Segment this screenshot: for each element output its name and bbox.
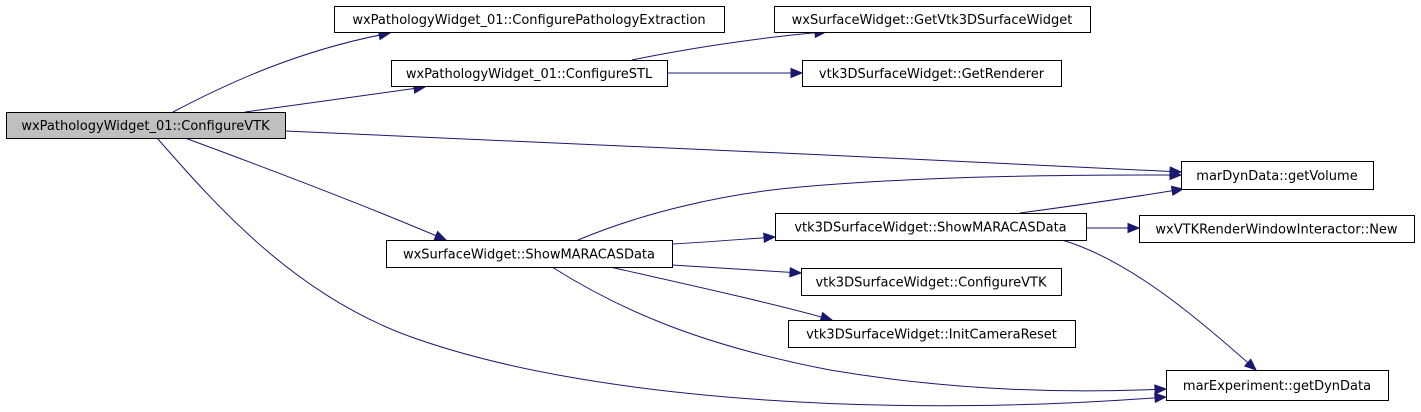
edge-arrowhead (789, 267, 803, 278)
edge-arrowhead (1243, 358, 1257, 371)
node-vtk-show-maracas-data[interactable]: vtk3DSurfaceWidget::ShowMARACASData (775, 213, 1087, 241)
edge-vtk_show_maracas_data-to-get_volume (1019, 185, 1185, 214)
node-get-volume[interactable]: marDynData::getVolume (1181, 161, 1374, 190)
edge-arrowhead (1170, 185, 1185, 197)
node-label: wxPathologyWidget_01::ConfigureVTK (21, 119, 270, 134)
edge-vtk_show_maracas_data-to-get_dyn_data (1061, 239, 1257, 371)
node-wx-show-maracas-data[interactable]: wxSurfaceWidget::ShowMARACASData (386, 240, 673, 268)
edge-configure_stl-to-get_renderer (667, 67, 804, 79)
node-box[interactable] (334, 6, 725, 33)
edge-arrowhead (1127, 222, 1141, 234)
edge-configure_vtk-to-wx_show_maracas_data (184, 137, 448, 241)
node-box[interactable] (801, 268, 1062, 296)
node-label: vtk3DSurfaceWidget::ConfigureVTK (815, 276, 1047, 291)
edge-line (1019, 188, 1184, 214)
edge-line (577, 174, 1182, 241)
edge-wx_show_maracas_data-to-init_camera_reset (609, 266, 834, 322)
edge-line (631, 31, 827, 61)
edge-line (156, 137, 1167, 407)
edge-line (284, 130, 1182, 173)
node-get-dyn-data[interactable]: marExperiment::getDynData (1166, 370, 1389, 401)
edge-wx_show_maracas_data-to-get_dyn_data (551, 266, 1168, 395)
node-configure-vtk[interactable]: wxPathologyWidget_01::ConfigureVTK (6, 112, 286, 139)
node-configure-stl[interactable]: wxPathologyWidget_01::ConfigureSTL (391, 60, 668, 87)
node-get-vtk3d-surface-widget[interactable]: wxSurfaceWidget::GetVtk3DSurfaceWidget (774, 6, 1091, 33)
node-label: wxPathologyWidget_01::ConfigurePathology… (352, 13, 705, 28)
edge-arrowhead (1154, 392, 1168, 404)
node-label: marDynData::getVolume (1196, 169, 1357, 184)
edge-arrowhead (790, 67, 804, 79)
node-label: wxVTKRenderWindowInteractor::New (1155, 223, 1397, 238)
node-box[interactable] (391, 60, 668, 87)
edge-arrowhead (433, 230, 448, 241)
node-label: vtk3DSurfaceWidget::GetRenderer (819, 67, 1045, 82)
node-box[interactable] (802, 60, 1062, 87)
edge-configure_vtk-to-get_dyn_data (156, 137, 1168, 407)
edge-arrowhead (1154, 384, 1168, 395)
edge-line (172, 32, 391, 113)
edge-line (671, 264, 802, 274)
edge-configure_vtk-to-configure_stl (244, 83, 427, 113)
node-label: wxPathologyWidget_01::ConfigureSTL (406, 67, 653, 82)
edge-arrowhead (763, 232, 777, 244)
edge-configure_vtk-to-get_volume (284, 130, 1183, 177)
node-configure-pathology-extraction[interactable]: wxPathologyWidget_01::ConfigurePathology… (334, 6, 725, 33)
node-box[interactable] (774, 6, 1091, 33)
edge-arrowhead (1169, 169, 1183, 181)
edge-line (184, 137, 447, 241)
edge-line (609, 266, 833, 321)
node-get-renderer[interactable]: vtk3DSurfaceWidget::GetRenderer (802, 60, 1062, 87)
edge-line (671, 236, 776, 245)
node-render-window-interactor-new[interactable]: wxVTKRenderWindowInteractor::New (1139, 215, 1415, 243)
graph-nodes: wxPathologyWidget_01::ConfigureVTK wxPath… (6, 6, 1415, 401)
node-label: wxSurfaceWidget::GetVtk3DSurfaceWidget (792, 13, 1073, 28)
node-box[interactable] (1139, 215, 1415, 243)
node-label: vtk3DSurfaceWidget::InitCameraReset (806, 328, 1057, 343)
node-vtk-configure-vtk[interactable]: vtk3DSurfaceWidget::ConfigureVTK (801, 268, 1062, 296)
node-box[interactable] (1166, 370, 1389, 401)
node-label: wxSurfaceWidget::ShowMARACASData (403, 248, 655, 263)
edge-wx_show_maracas_data-to-vtk_configure_vtk (671, 264, 803, 278)
graph-edges (156, 27, 1257, 407)
edge-line (551, 266, 1167, 392)
node-label: vtk3DSurfaceWidget::ShowMARACASData (794, 221, 1066, 236)
edge-vtk_show_maracas_data-to-render_window_interactor_new (1086, 222, 1141, 234)
edge-configure_stl-to-get_vtk3d_surface_widget (631, 27, 828, 61)
node-box[interactable] (775, 213, 1087, 241)
node-box[interactable] (788, 320, 1076, 348)
edge-wx_show_maracas_data-to-vtk_show_maracas_data (671, 232, 777, 245)
node-box[interactable] (6, 112, 286, 139)
edge-line (244, 86, 426, 113)
edge-wx_show_maracas_data-to-get_volume (577, 169, 1183, 241)
node-box[interactable] (1181, 161, 1374, 190)
edge-configure_vtk-to-configure_pathology_extraction (172, 30, 392, 113)
node-label: marExperiment::getDynData (1183, 379, 1371, 394)
node-init-camera-reset[interactable]: vtk3DSurfaceWidget::InitCameraReset (788, 320, 1076, 348)
node-box[interactable] (386, 240, 673, 268)
edge-line (1061, 239, 1257, 371)
